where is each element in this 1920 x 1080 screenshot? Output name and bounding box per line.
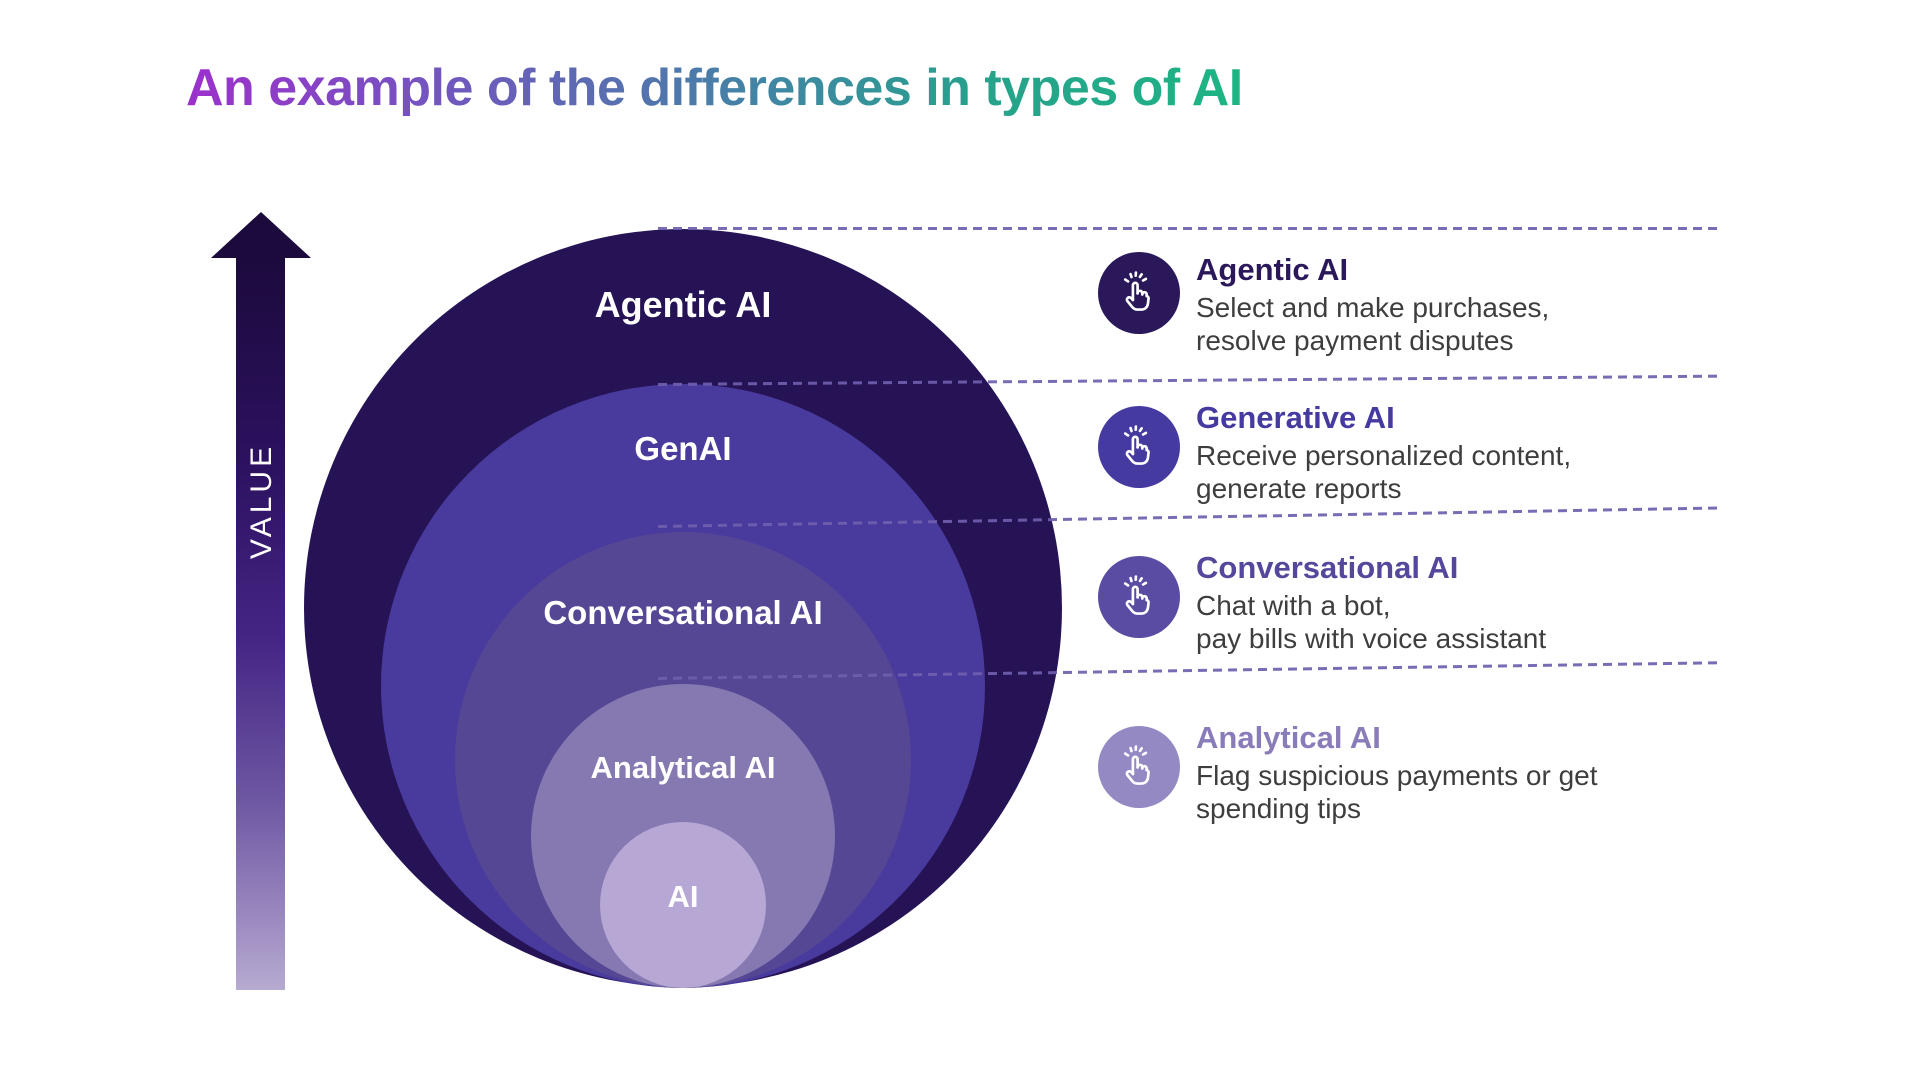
legend-icon-circle-analytical — [1098, 726, 1180, 808]
legend-heading-conversational-ai: Conversational AI — [1196, 550, 1459, 585]
legend-heading-agentic-ai: Agentic AI — [1196, 252, 1349, 287]
legend-icon-circle-generative — [1098, 406, 1180, 488]
ring-label-analytical-ai: Analytical AI — [590, 750, 776, 785]
legend-description-analytical-ai: Flag suspicious payments or get spending… — [1196, 760, 1598, 824]
legend-icon-circle-conversational — [1098, 556, 1180, 638]
legend-icon-circle-agentic — [1098, 252, 1180, 334]
legend-description-agentic-ai: Select and make purchases, resolve payme… — [1196, 292, 1550, 356]
value-axis-label: VALUE — [245, 442, 278, 560]
tap-gesture-icon — [1123, 745, 1150, 785]
legend-description-generative-ai: Receive personalized content, generate r… — [1196, 440, 1572, 504]
legend-description-conversational-ai: Chat with a bot, pay bills with voice as… — [1196, 590, 1547, 654]
value-arrow-head — [211, 212, 311, 258]
tap-gesture-icon — [1123, 575, 1150, 615]
value-arrow-shaft — [236, 257, 285, 990]
tap-gesture-icon — [1123, 425, 1150, 465]
ring-label-agentic-ai: Agentic AI — [594, 284, 772, 325]
page-title: An example of the differences in types o… — [186, 59, 1243, 117]
tap-gesture-icon — [1123, 271, 1150, 311]
legend-heading-analytical-ai: Analytical AI — [1196, 720, 1381, 755]
ring-ai — [600, 822, 766, 988]
ring-label-genai: GenAI — [634, 430, 732, 467]
dashed-divider-agentic — [658, 227, 1720, 230]
ring-label-ai: AI — [667, 879, 699, 914]
ring-label-conversational-ai: Conversational AI — [543, 594, 823, 631]
legend-heading-generative-ai: Generative AI — [1196, 400, 1395, 435]
